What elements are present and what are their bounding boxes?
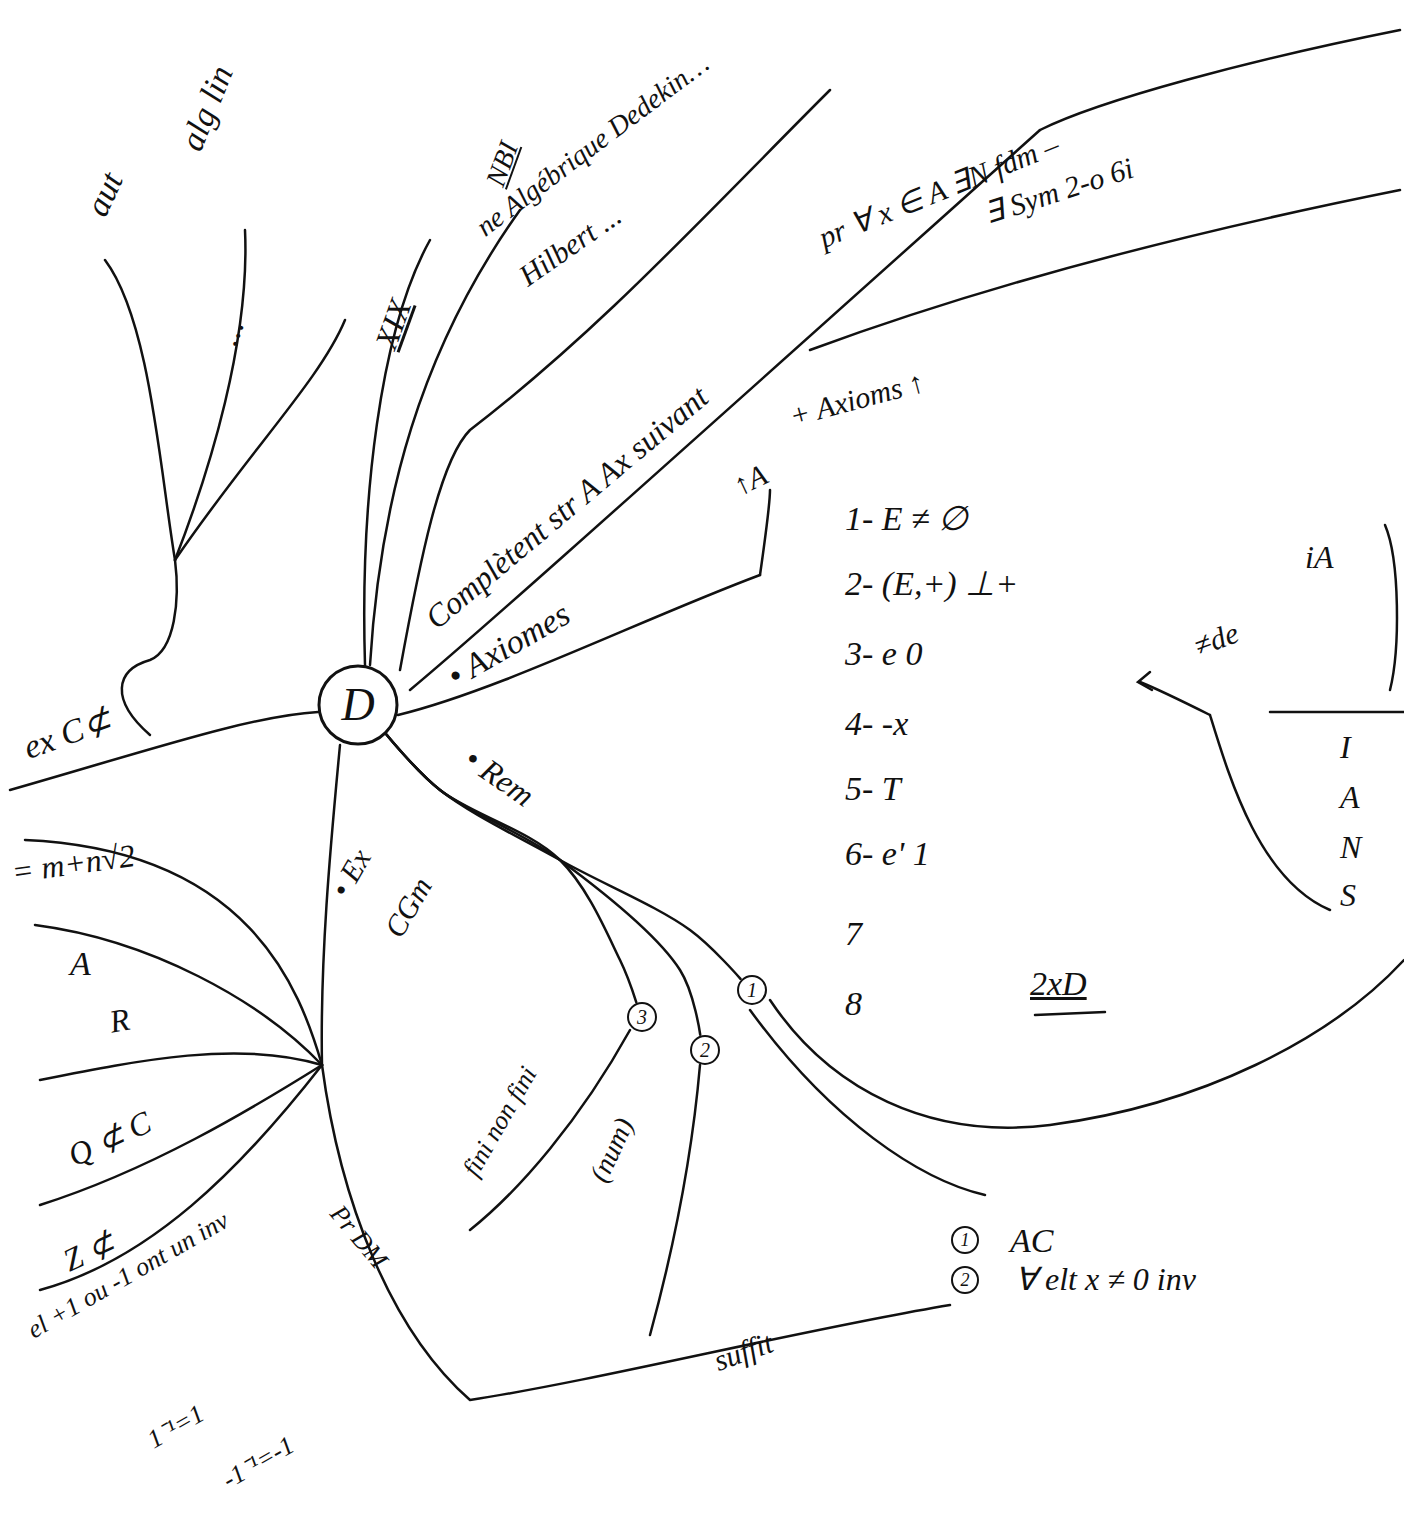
note-text: 3- e 0	[845, 635, 922, 672]
note-text: Complètent str A Ax suivant	[419, 379, 715, 636]
branch-line	[650, 1065, 700, 1335]
note-text: fini non fini	[458, 1062, 543, 1181]
note-text: XIX	[368, 295, 418, 354]
underline	[1035, 1012, 1105, 1015]
note-text: R	[107, 1002, 132, 1040]
branch-line	[122, 560, 177, 735]
note-text: 7	[845, 915, 862, 952]
node-text: 2	[700, 1040, 710, 1060]
note-text: ...	[207, 313, 251, 350]
note-text: S	[1340, 878, 1356, 913]
branch-line	[760, 490, 770, 575]
node-text: 1	[747, 980, 757, 1000]
branch-line	[105, 260, 175, 560]
callout-circle: 3	[626, 1001, 658, 1033]
note-text: 1- E ≠ ∅	[845, 500, 968, 537]
branch-line	[750, 1010, 985, 1195]
node-text: 2	[961, 1271, 970, 1289]
arrow-line	[1210, 715, 1330, 910]
branch-line	[40, 1053, 322, 1080]
note-text: CGm	[378, 871, 438, 942]
note-text: ↑A	[728, 457, 772, 501]
branch-line	[364, 240, 430, 665]
note-text: aut	[78, 166, 130, 221]
branch-line	[175, 320, 345, 560]
branch-line	[770, 960, 1404, 1128]
note-text: I	[1340, 730, 1351, 765]
note-text: • Rem	[458, 741, 540, 813]
callout-circle: 2	[950, 1265, 980, 1295]
note-text: (num)	[584, 1113, 640, 1187]
arrow-head	[1138, 672, 1152, 690]
note-text: ∀ elt x ≠ 0 inv	[1015, 1262, 1196, 1297]
note-text: alg lin	[173, 60, 241, 155]
note-text: Pr DM	[324, 1200, 393, 1274]
note-text: A	[70, 945, 91, 982]
note-text: 1⁻¹=1	[143, 1400, 210, 1455]
note-text: 2xD	[1030, 965, 1087, 1002]
branch-line	[35, 925, 322, 1065]
node-text: 1	[961, 1231, 970, 1249]
note-text: 6- e' 1	[845, 835, 930, 872]
note-text: 2- (E,+) ⊥+	[845, 565, 1018, 602]
node-text: 3	[637, 1007, 647, 1027]
note-text: iA	[1305, 540, 1333, 575]
center-circle: D	[317, 664, 399, 746]
note-text: ≠de	[1189, 616, 1242, 662]
arrow-line	[1140, 682, 1210, 715]
branch-line	[40, 1065, 322, 1205]
note-text: suffit	[709, 1325, 777, 1377]
note-text: AC	[1010, 1222, 1053, 1259]
bracket	[1385, 525, 1397, 690]
note-text: + Axioms ↑	[786, 365, 928, 433]
callout-circle: 1	[736, 974, 768, 1006]
note-text: Q ⊄ C	[63, 1105, 157, 1174]
note-text: 5- T	[845, 770, 901, 807]
note-text: el +1 ou -1 ont un inv	[23, 1206, 234, 1344]
note-text: N	[1340, 830, 1361, 865]
branch-connector	[386, 735, 740, 979]
branch-line	[1040, 30, 1400, 130]
node-text: D	[341, 682, 374, 728]
note-text: A	[1340, 780, 1360, 815]
branch-line	[1270, 711, 1404, 714]
callout-circle: 2	[689, 1034, 721, 1066]
callout-circle: 1	[950, 1225, 980, 1255]
note-text: 8	[845, 985, 862, 1022]
note-text: = m+n√2	[10, 838, 138, 890]
branch-line	[400, 90, 830, 670]
note-text: ex C⊄	[19, 701, 116, 767]
branch-line	[322, 745, 340, 1065]
branch-connector	[386, 735, 636, 1003]
note-text: 4- -x	[845, 705, 908, 742]
note-text: • Ex	[324, 843, 377, 903]
note-text: -1⁻¹=-1	[218, 1431, 300, 1495]
branch-line	[322, 1065, 950, 1400]
